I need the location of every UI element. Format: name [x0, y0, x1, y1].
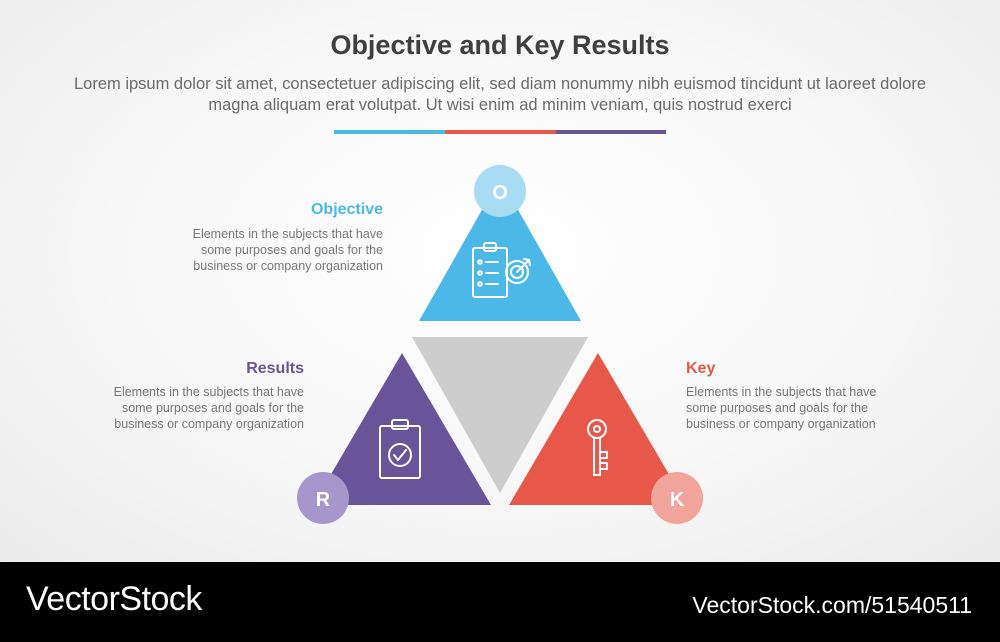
footer-image-id: VectorStock.com/51540511: [692, 592, 972, 618]
key-description: Elements in the subjects that have some …: [686, 385, 877, 431]
clipboard-check-icon: [379, 419, 421, 479]
objective-title: Objective: [310, 201, 383, 218]
key-badge: K: [651, 472, 703, 524]
divider-key: [445, 130, 556, 134]
center-triangle: [412, 337, 588, 493]
objective-triangle: [419, 178, 581, 321]
divider-results: [556, 130, 666, 134]
footer-brand-logo: VectorStock: [26, 580, 202, 618]
key-icon: [587, 419, 608, 476]
results-title: Results: [246, 360, 304, 377]
objective-badge-letter: O: [492, 182, 508, 204]
divider-objective: [334, 130, 445, 134]
key-triangle: [509, 353, 687, 505]
objective-description: Elements in the subjects that have some …: [192, 227, 383, 273]
objective-badge: O: [474, 165, 526, 217]
key-badge-letter: K: [670, 489, 685, 511]
page-subtitle: Lorem ipsum dolor sit amet, consectetuer…: [73, 75, 927, 114]
clipboard-target-icon: [472, 242, 531, 298]
key-title: Key: [686, 360, 716, 377]
results-badge-letter: R: [316, 489, 331, 511]
results-badge: R: [297, 472, 349, 524]
page-title: Objective and Key Results: [330, 30, 670, 60]
results-description: Elements in the subjects that have some …: [113, 385, 304, 431]
watermark-footer: [0, 562, 1000, 642]
okr-triangle-diagram: O R K: [297, 165, 703, 524]
